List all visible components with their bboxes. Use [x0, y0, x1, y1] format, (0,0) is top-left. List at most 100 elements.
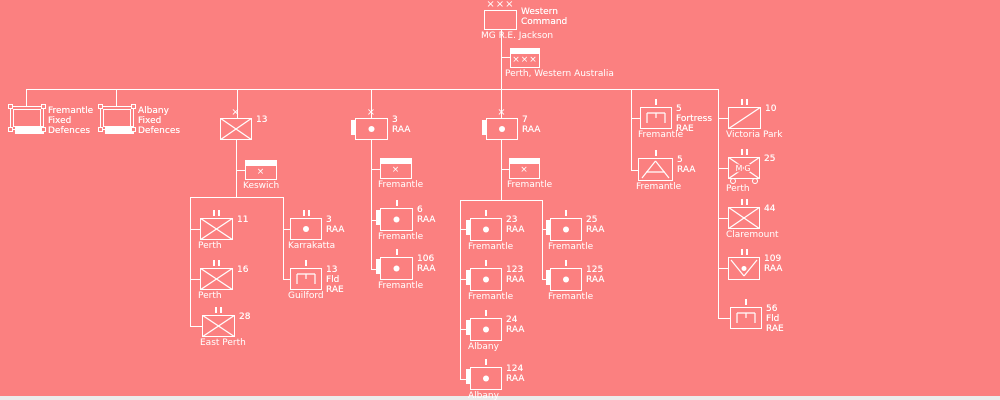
connector-line — [371, 140, 372, 269]
fortress-icon — [10, 106, 44, 130]
hq-bar-icon — [510, 159, 539, 164]
aa-symbol-box — [638, 158, 673, 181]
connector-line — [501, 140, 502, 200]
fortress-bastion — [98, 127, 103, 132]
size-tick — [655, 99, 657, 105]
hq-bar-icon — [381, 159, 411, 164]
unit-designation: 10 — [765, 104, 777, 114]
size-marker — [550, 210, 582, 216]
unit-location: Fremantle — [378, 232, 424, 242]
size-tick — [485, 359, 487, 365]
unit-location: Karrakatta — [288, 241, 336, 251]
unit-location: Fremantle — [548, 292, 594, 302]
unit-designation: 3 RAA — [326, 215, 345, 235]
size-tick — [302, 210, 305, 216]
size-marker: × — [366, 107, 377, 118]
artillery-left-bar — [466, 220, 470, 235]
size-marker — [470, 359, 502, 365]
size-tick — [745, 299, 747, 305]
unit-designation: 56 Fld RAE — [766, 304, 784, 334]
unit-raa-3-karrakatta: 3 RAA Karrakatta — [288, 210, 344, 251]
artillery-symbol-box — [470, 218, 502, 241]
connector-line — [371, 89, 372, 118]
engineer-symbol-box — [640, 107, 672, 129]
artillery-icon — [393, 216, 400, 223]
unit-location: MG R.E. Jackson — [481, 31, 554, 41]
unit-bde-13: ×13 — [220, 108, 267, 140]
svg-text:MG: MG — [735, 164, 752, 173]
artillery-left-bar — [482, 120, 486, 135]
unit-location: Guilford — [288, 291, 324, 301]
size-marker — [638, 150, 673, 156]
unit-bde-raa-7: ×7 RAA — [482, 108, 540, 140]
unit-designation: 25 RAA — [586, 215, 605, 235]
unit-hq-fremantle-raa3: ×Fremantle — [378, 158, 423, 190]
unit-designation: 7 RAA — [522, 115, 541, 135]
cavalry-symbol-box — [728, 107, 761, 129]
size-tick — [740, 199, 743, 205]
size-marker: ××× — [486, 0, 515, 10]
connector-line — [237, 89, 238, 118]
connector-line — [718, 118, 728, 119]
unit-location: Perth — [198, 241, 222, 251]
unit-designation: 23 RAA — [506, 215, 525, 235]
infantry-icon — [200, 268, 233, 290]
vdot-symbol-box — [728, 257, 760, 280]
unit-designation: 124 RAA — [506, 364, 525, 384]
hq-size-mark: × — [520, 165, 529, 175]
unit-designation: 3 RAA — [392, 115, 411, 135]
unit-raa-109: 109 RAA — [728, 249, 782, 280]
size-marker — [470, 210, 502, 216]
engineer-symbol-box — [730, 307, 762, 329]
size-marker — [290, 260, 322, 266]
connector-line — [501, 30, 502, 118]
size-tick — [485, 310, 487, 316]
connector-line — [460, 229, 470, 230]
unit-designation: Albany Fixed Defences — [138, 106, 181, 136]
fortress-bastion — [8, 104, 13, 109]
size-tick — [740, 249, 743, 255]
engineer-icon — [736, 312, 756, 323]
size-tick — [745, 199, 748, 205]
size-marker — [470, 260, 502, 266]
unit-location: Victoria Park — [726, 130, 783, 140]
hq-symbol-box: ××× — [510, 48, 540, 68]
size-tick — [213, 260, 215, 266]
connector-line — [460, 379, 470, 380]
fortress-bastion — [41, 127, 46, 132]
unit-designation: 125 RAA — [586, 265, 605, 285]
size-marker — [728, 99, 761, 105]
size-marker: × — [231, 107, 241, 118]
connector-line — [26, 89, 719, 90]
fortress-icon — [100, 106, 134, 130]
unit-location: Claremount — [726, 230, 779, 240]
hq-symbol-box: × — [245, 160, 277, 180]
size-tick — [746, 99, 748, 105]
size-tick — [485, 260, 487, 266]
artillery-icon — [563, 226, 569, 233]
unit-location: Albany — [468, 391, 499, 400]
size-marker — [200, 210, 233, 216]
size-tick — [395, 200, 398, 206]
size-marker — [550, 260, 582, 266]
engineer-symbol-box — [290, 268, 322, 290]
connector-line — [283, 279, 290, 280]
size-marker — [202, 307, 235, 313]
artillery-left-bar — [376, 210, 380, 225]
connector-line — [718, 268, 728, 269]
size-tick — [305, 260, 307, 266]
artillery-icon — [483, 326, 489, 333]
unit-location: Perth, Western Australia — [505, 69, 614, 79]
unit-raa-125: 125 RAA Fremantle — [546, 260, 604, 302]
artillery-left-bar — [546, 270, 550, 285]
unit-designation: 11 — [237, 215, 249, 225]
connector-line — [631, 89, 632, 170]
unit-location: Fremantle — [468, 242, 514, 252]
unit-location: East Perth — [200, 338, 246, 348]
connector-line — [460, 279, 470, 280]
connector-line — [718, 168, 728, 169]
